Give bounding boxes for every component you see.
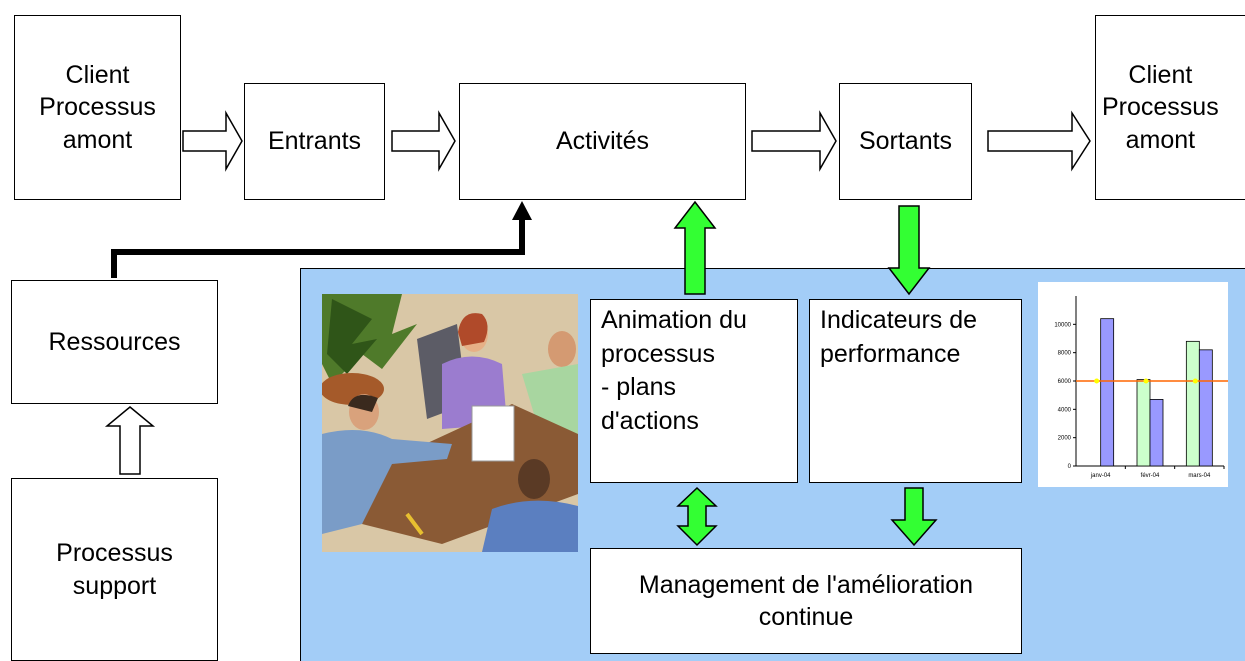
processus-support-line1: Processus [56,539,173,567]
green-arrow-animation-to-activites [673,200,717,295]
arrow-entrants-to-activites [391,110,456,172]
chart-bar [1149,399,1164,467]
sortants-label: Sortants [858,127,953,156]
clipart-woman-hair [458,313,488,346]
clipart-man-front-head [518,459,550,499]
management-box: Management de l'amélioration continue [590,548,1022,654]
chart-bar [1198,349,1213,467]
clipart-man-front-body [482,500,578,552]
chart-bar [1100,318,1115,467]
connector-ressources-to-activites [111,218,525,278]
client-left-box: Client Processus amont [14,15,181,200]
animation-line4: d'actions [601,406,699,435]
arrow-support-to-ressources [104,406,156,475]
clipart-pen [405,512,424,536]
chart-y-tick-label: 0 [1068,464,1072,470]
client-right-box: Client Processus amont [1095,15,1245,200]
clipart-man-left-hair [348,394,378,412]
indicateurs-box: Indicateurs de performance [809,299,1022,483]
chart-x-tick-label: mars-04 [1188,473,1211,479]
activites-label: Activités [555,127,650,156]
chart-y-tick-label: 4000 [1058,407,1072,413]
client-left-line3: amont [62,125,133,154]
client-right-line1: Client [1128,60,1193,89]
green-arrow-sortants-to-indicateurs [887,205,931,296]
client-left-line1: Client [65,60,130,89]
meeting-clipart [322,294,578,552]
chart-y-tick-label: 2000 [1058,436,1072,442]
chart-y-tick-label: 10000 [1054,322,1071,328]
connector-arrowhead [512,201,532,220]
client-right-line3: amont [1125,125,1196,154]
indicateurs-line2: performance [820,339,961,368]
processus-support-line2: support [72,571,157,600]
green-double-arrow-animation-management [676,486,718,547]
arrow-client-to-entrants [182,110,243,172]
entrants-label: Entrants [267,127,362,156]
performance-chart-svg: 0 2000 4000 6000 8000 10000 janv-04 févr-04 mars… [1054,296,1228,479]
animation-line3: - plans [601,373,677,401]
clipart-man-left-body [322,430,452,534]
clipart-plant-leaves-dark [327,299,377,374]
chart-x-tick-label: févr-04 [1141,473,1160,479]
animation-line2: processus [601,339,715,368]
animation-line1: Animation du [601,306,747,334]
chart-x-tick-label: janv-04 [1090,473,1111,479]
arrow-sortants-to-client [987,110,1091,172]
ressources-box: Ressources [11,280,218,404]
indicateurs-line1: Indicateurs de [820,306,978,334]
performance-chart: 0 2000 4000 6000 8000 10000 janv-04 févr-04 mars… [1038,282,1228,487]
clipart-man-right-head [548,331,576,367]
chart-target-marker [1143,378,1149,384]
animation-box: Animation du processus - plans d'actions [590,299,798,483]
arrow-activites-to-sortants [751,110,837,172]
clipart-paper [471,405,515,462]
management-line2: continue [758,603,854,631]
chart-y-tick-label: 8000 [1058,351,1072,357]
chart-target-marker [1094,378,1100,384]
sortants-box: Sortants [839,83,972,200]
client-right-line2: Processus [1102,93,1219,122]
activites-box: Activités [459,83,746,200]
chart-target-marker [1192,378,1198,384]
processus-support-box: Processus support [11,478,218,661]
client-left-line2: Processus [39,93,156,122]
entrants-box: Entrants [244,83,385,200]
green-arrow-indicateurs-to-management [890,487,938,547]
ressources-label: Ressources [48,327,181,356]
chart-y-tick-label: 6000 [1058,379,1072,385]
management-line1: Management de l'amélioration [638,570,974,599]
